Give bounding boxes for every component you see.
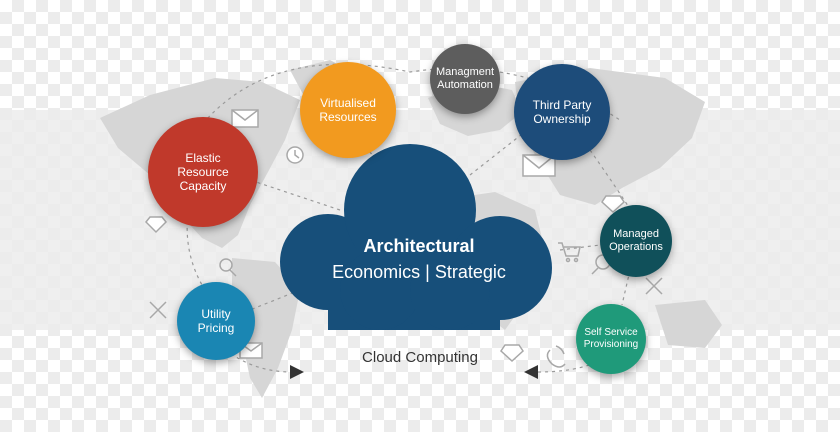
node-utility-pricing: Utility Pricing [177, 282, 255, 360]
magnifier-icon [219, 258, 237, 277]
tools-icon [645, 277, 663, 295]
phone-icon [546, 345, 566, 368]
envelope-icon [231, 109, 259, 128]
connector-to-ownership [469, 119, 541, 176]
node-label: Virtualised Resources [319, 96, 377, 124]
node-label: Self Service Provisioning [583, 327, 639, 350]
connector-orbit-bottom-right [621, 269, 631, 306]
node-managed-operations: Managed Operations [600, 205, 672, 277]
cloud-subtitle: Economics | Strategic [332, 262, 506, 282]
central-cloud [280, 144, 552, 330]
node-label: Third Party Ownership [532, 98, 592, 126]
node-label: Elastic Resource Capacity [177, 151, 229, 193]
node-elastic-resource-capacity: Elastic Resource Capacity [148, 117, 258, 227]
node-virtualised-resources: Virtualised Resources [300, 62, 396, 158]
node-managment-automation: Managment Automation [430, 44, 500, 114]
cart-icon [558, 242, 581, 263]
arrow-icon [290, 365, 304, 379]
node-label: Managment Automation [435, 66, 495, 91]
node-self-service-provisioning: Self Service Provisioning [576, 304, 646, 374]
cloud-title: Architectural [363, 236, 475, 256]
map-australia [655, 300, 722, 348]
node-label: Utility Pricing [197, 307, 235, 335]
arrow-icon [524, 365, 538, 379]
map-south-america [232, 258, 300, 398]
diamond-icon [500, 344, 524, 363]
diamond-icon [144, 216, 168, 234]
node-label: Managed Operations [609, 228, 663, 253]
cloud-caption: Cloud Computing [362, 349, 478, 366]
node-third-party-ownership: Third Party Ownership [514, 64, 610, 160]
diamond-icon [601, 195, 625, 214]
clock-icon [286, 146, 304, 164]
envelope-icon [522, 154, 556, 177]
tools-icon [149, 301, 167, 319]
